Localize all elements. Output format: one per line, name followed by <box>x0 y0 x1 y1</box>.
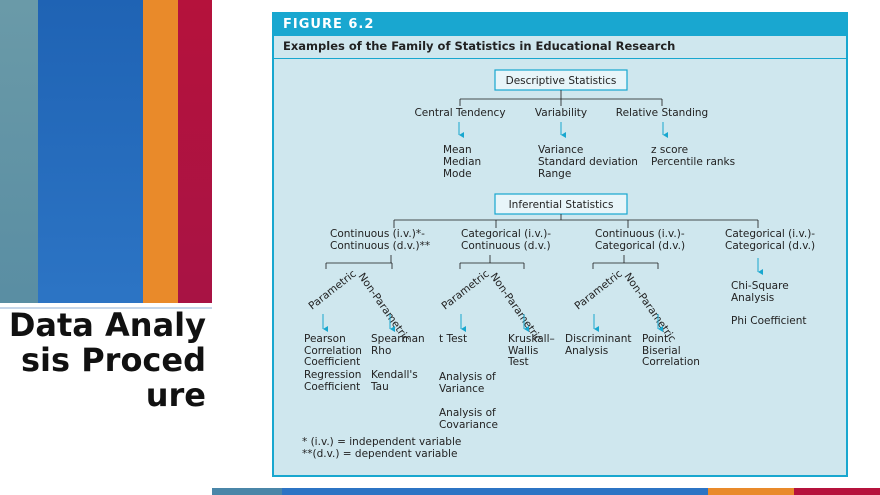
label-parametric-2: Parametric <box>439 268 491 313</box>
figure-number: FIGURE 6.2 <box>283 17 375 32</box>
item-percentile-ranks: Percentile ranks <box>651 156 735 168</box>
test-phi: Phi Coefficient <box>731 315 807 327</box>
branch-variability: Variability <box>535 107 587 119</box>
test-correlation: Correlation <box>304 345 362 357</box>
test-anova-2: Variance <box>439 383 484 395</box>
split-branch2 <box>459 255 525 269</box>
branch4-line1: Categorical (i.v.)- <box>725 228 815 240</box>
test-coefficient: Coefficient <box>304 356 360 368</box>
test-discriminant: Discriminant <box>565 333 632 345</box>
test-chi-square: Chi-Square <box>731 280 789 292</box>
branch3-line1: Continuous (i.v.)- <box>595 228 685 240</box>
split-branch3 <box>592 255 659 269</box>
diagram-canvas: Descriptive Statistics Central Tendency … <box>302 69 815 460</box>
test-kendalls: Kendall's <box>371 369 418 381</box>
item-range: Range <box>538 168 571 180</box>
test-rho: Rho <box>371 345 391 357</box>
figure-header: FIGURE 6.2 <box>274 14 846 36</box>
test-correlation-pb: Correlation <box>642 356 700 368</box>
test-ancova-2: Covariance <box>439 419 498 431</box>
item-z-score: z score <box>651 144 688 156</box>
label-parametric-1: Parametric <box>306 268 358 313</box>
branch4-line2: Categorical (d.v.) <box>725 240 815 252</box>
inferential-connectors <box>393 214 759 228</box>
test-regression: Regression <box>304 369 361 381</box>
test-analysis: Analysis <box>565 345 608 357</box>
slide-title: Data Analysis Procedure <box>8 306 206 414</box>
bottom-color-strip <box>212 488 880 495</box>
figure-rule <box>274 58 846 59</box>
inferential-title: Inferential Statistics <box>509 199 614 211</box>
test-ancova-1: Analysis of <box>439 407 496 419</box>
test-pearson: Pearson <box>304 333 346 345</box>
descriptive-title: Descriptive Statistics <box>506 75 617 87</box>
test-test: Test <box>507 356 529 368</box>
test-point: Point <box>642 333 668 345</box>
branch3-line2: Categorical (d.v.) <box>595 240 685 252</box>
item-standard-deviation: Standard deviation <box>538 156 638 168</box>
figure-caption: Examples of the Family of Statistics in … <box>283 39 676 53</box>
footnote-iv: * (i.v.) = independent variable <box>302 436 461 448</box>
test-tau: Tau <box>370 381 389 393</box>
split-branch1 <box>325 255 393 269</box>
item-mode: Mode <box>443 168 472 180</box>
test-biserial: Biserial <box>642 345 681 357</box>
test-kruskall: Kruskall– <box>508 333 555 345</box>
branch1-line2: Continuous (d.v.)** <box>330 240 430 252</box>
figure-panel: FIGURE 6.2 Examples of the Family of Sta… <box>272 12 848 477</box>
item-mean: Mean <box>443 144 472 156</box>
test-t: t Test <box>439 333 467 345</box>
branch2-line2: Continuous (d.v.) <box>461 240 551 252</box>
item-variance: Variance <box>538 144 583 156</box>
test-anova-1: Analysis of <box>439 371 496 383</box>
test-regression-coefficient: Coefficient <box>304 381 360 393</box>
test-spearman: Spearman <box>371 333 425 345</box>
test-chi-analysis: Analysis <box>731 292 774 304</box>
branch-central-tendency: Central Tendency <box>414 107 505 119</box>
branch1-line1: Continuous (i.v.)*- <box>330 228 425 240</box>
footnote-dv: **(d.v.) = dependent variable <box>302 448 457 460</box>
descriptive-connectors <box>459 90 663 106</box>
title-divider <box>0 303 212 309</box>
branch-relative-standing: Relative Standing <box>616 107 708 119</box>
branch2-line1: Categorical (i.v.)- <box>461 228 551 240</box>
test-wallis: Wallis <box>508 345 538 357</box>
label-parametric-3: Parametric <box>572 268 624 313</box>
title-panel <box>0 303 212 495</box>
item-median: Median <box>443 156 481 168</box>
